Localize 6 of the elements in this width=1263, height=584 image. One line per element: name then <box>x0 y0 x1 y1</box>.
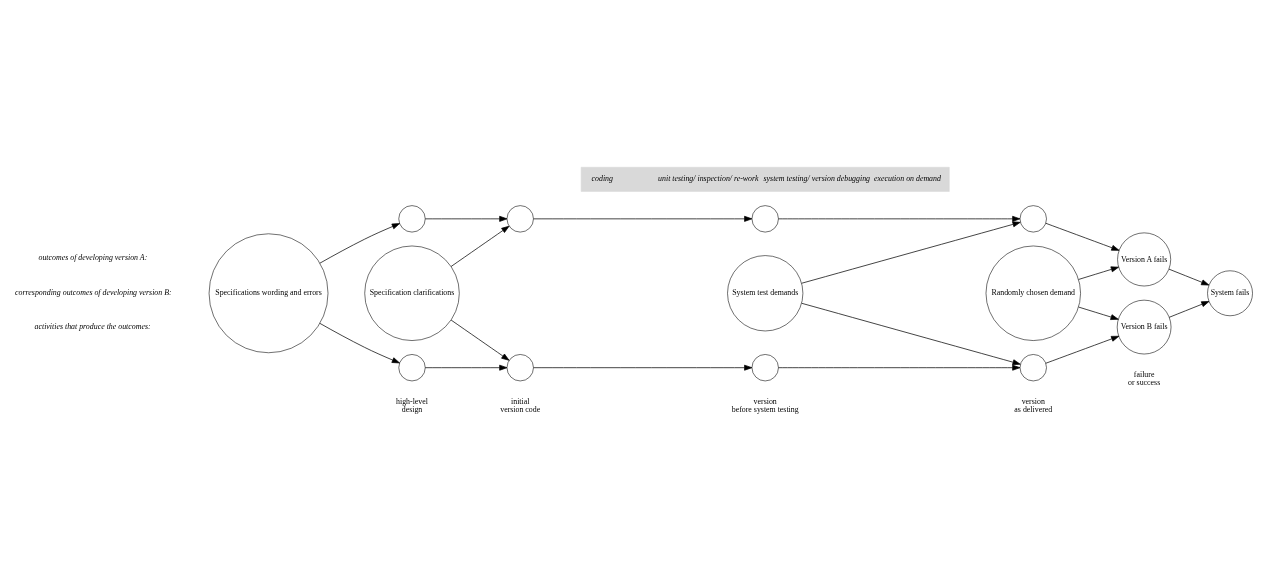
label: version as delivered <box>1014 396 1053 415</box>
label: corresponding outcomes of developing version B: <box>15 287 172 297</box>
label: activities that produce the outcomes: <box>34 322 151 332</box>
label: outcomes of developing version A: <box>38 253 148 263</box>
label: failure or success <box>1128 369 1161 388</box>
label: initial version code <box>500 396 541 415</box>
